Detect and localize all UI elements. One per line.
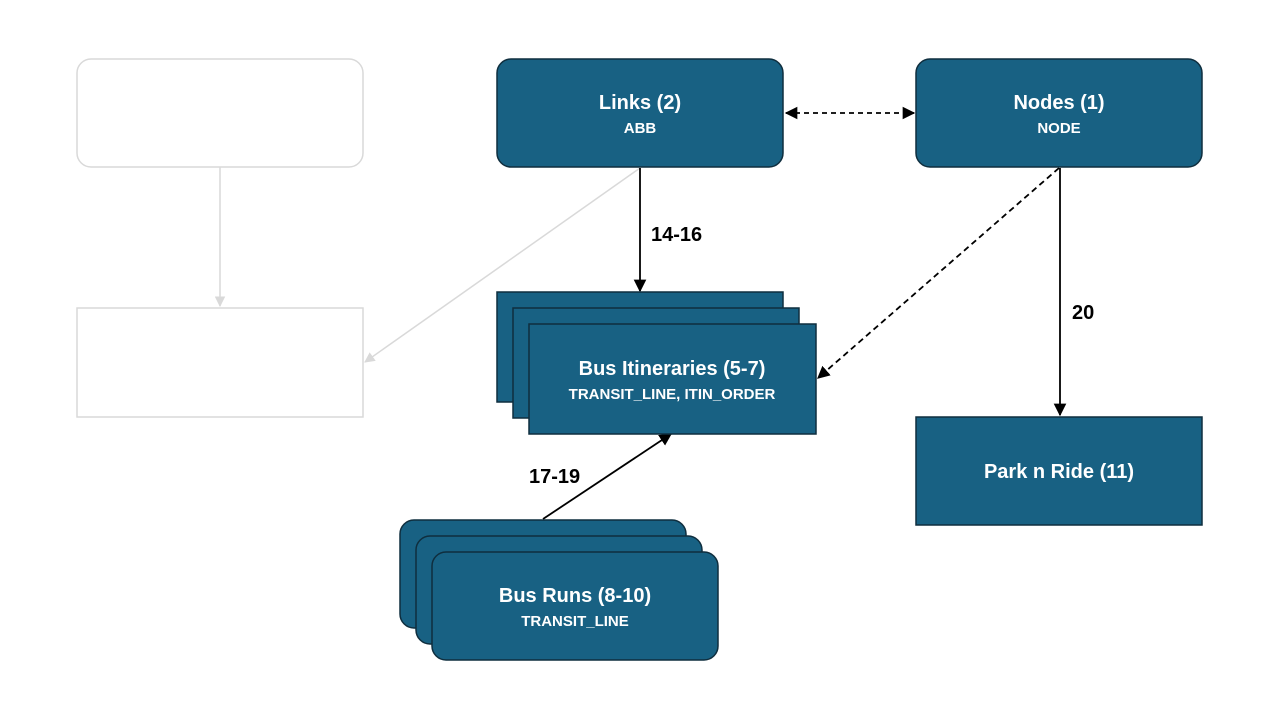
- node-park-n-ride-box: [915, 416, 1203, 526]
- node-nodes-subtitle: NODE: [1037, 120, 1080, 137]
- node-park-n-ride[interactable]: Park n Ride (11): [915, 416, 1203, 526]
- ghost-node-bottom: [76, 307, 364, 418]
- edge-label-runs-to-itineraries: 17-19: [529, 466, 580, 488]
- node-nodes-box: [915, 58, 1203, 168]
- node-links-title: Links (2): [599, 92, 681, 114]
- node-bus-runs[interactable]: Bus Runs (8-10) TRANSIT_LINE: [399, 519, 719, 661]
- edge-label-nodes-to-park-n-ride: 20: [1072, 302, 1094, 324]
- node-bus-runs-subtitle: TRANSIT_LINE: [521, 613, 629, 630]
- node-nodes[interactable]: Nodes (1) NODE: [915, 58, 1203, 168]
- node-links-subtitle: ABB: [624, 120, 657, 137]
- node-bus-itineraries[interactable]: Bus Itineraries (5-7) TRANSIT_LINE, ITIN…: [496, 291, 817, 435]
- node-park-n-ride-title: Park n Ride (11): [984, 461, 1134, 483]
- edge-label-links-to-itineraries: 14-16: [651, 224, 702, 246]
- node-links-box: [496, 58, 784, 168]
- node-bus-itineraries-subtitle: TRANSIT_LINE, ITIN_ORDER: [569, 386, 776, 403]
- node-nodes-title: Nodes (1): [1013, 92, 1104, 114]
- edge-runs-to-itineraries: [542, 433, 673, 520]
- node-bus-itineraries-title: Bus Itineraries (5-7): [579, 358, 766, 380]
- node-bus-runs-box: [431, 551, 719, 661]
- edge-nodes-to-itineraries: [817, 167, 1060, 379]
- ghost-node-top: [76, 58, 364, 168]
- node-links[interactable]: Links (2) ABB: [496, 58, 784, 168]
- ghost-edge-links-diagonal: [364, 167, 641, 363]
- node-bus-runs-title: Bus Runs (8-10): [499, 585, 651, 607]
- node-bus-itineraries-box: [528, 323, 817, 435]
